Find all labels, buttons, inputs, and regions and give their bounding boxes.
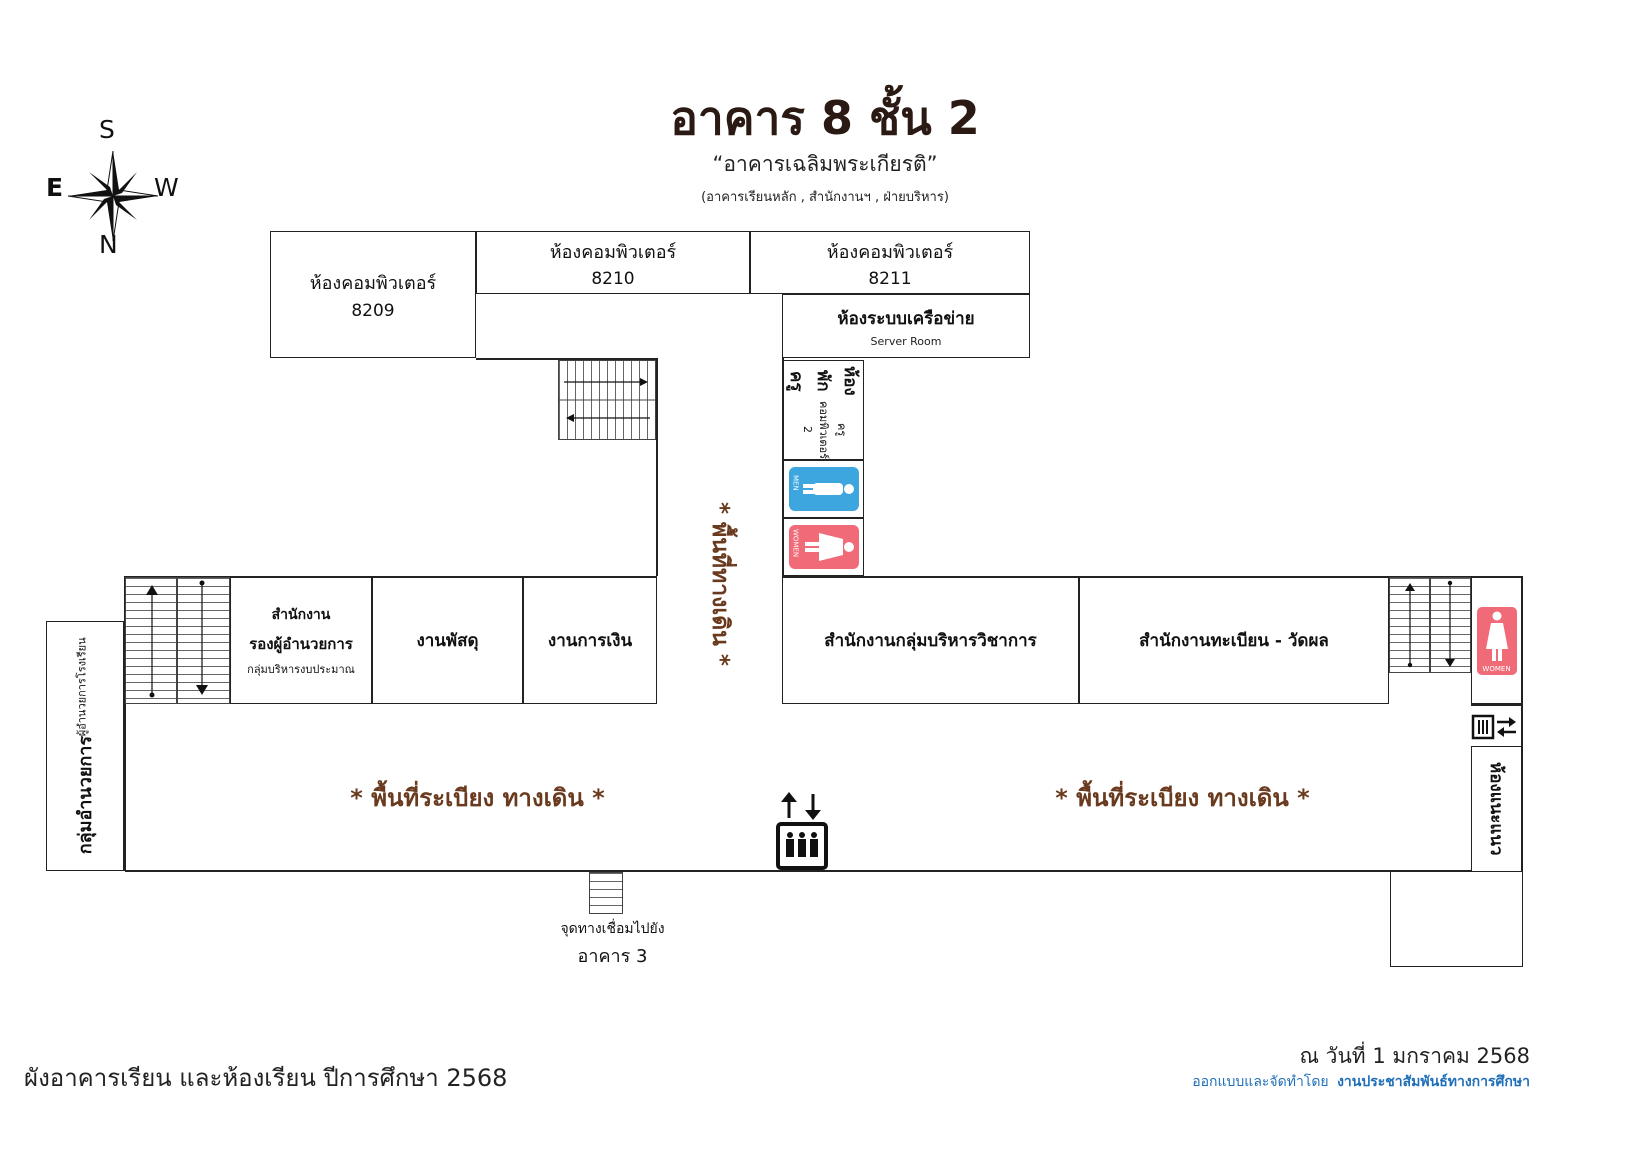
room-8211[interactable]: ห้องคอมพิวเตอร์ 8211 xyxy=(750,231,1030,294)
wall-main-right xyxy=(1521,576,1523,871)
service-lift-icon[interactable] xyxy=(1471,706,1522,746)
compass-left-label: E xyxy=(46,173,64,202)
wall-upper-corridor-top xyxy=(476,358,657,360)
wall-upper-corridor-right xyxy=(782,358,784,576)
staircase-upper-arrows xyxy=(558,360,656,440)
room-teacher[interactable]: ห้องพักครู ครูคอมพิวเตอร์ 2 xyxy=(783,360,864,460)
corridor-left-label: * พื้นที่ระเบียง ทางเดิน * xyxy=(350,784,605,812)
elevator-icon[interactable] xyxy=(775,790,829,872)
wall-main-bottom xyxy=(125,870,1522,872)
staircase-connector xyxy=(589,872,623,914)
room-8210-number: 8210 xyxy=(591,268,635,289)
room-server[interactable]: ห้องระบบเครือข่าย Server Room xyxy=(782,294,1030,358)
women-restroom-icon: WOMEN xyxy=(788,525,859,569)
compass-bottom-label: N xyxy=(99,230,118,259)
wall-main-top-left xyxy=(125,576,657,578)
room-8210[interactable]: ห้องคอมพิวเตอร์ 8210 xyxy=(476,231,750,294)
wall-right-column-divider xyxy=(1471,704,1522,706)
compass: S E W N xyxy=(40,115,190,265)
room-deputy-office[interactable]: สำนักงาน รองผู้อำนวยการ กลุ่มบริหารงบประ… xyxy=(230,577,372,704)
room-guidance[interactable]: ห้องแนะแนว xyxy=(1471,746,1522,872)
staircase-left-1 xyxy=(125,577,177,704)
room-annex-bottom-right xyxy=(1390,871,1523,967)
room-teacher-sub: ครูคอมพิวเตอร์ 2 xyxy=(801,400,848,460)
room-supply[interactable]: งานพัสดุ xyxy=(372,577,523,704)
room-registrar-name: สำนักงานทะเบียน - วัดผล xyxy=(1139,631,1329,651)
compass-right-label: W xyxy=(154,173,179,202)
restroom-women-label: WOMEN xyxy=(791,529,800,558)
room-8211-number: 8211 xyxy=(868,268,912,289)
room-8210-name: ห้องคอมพิวเตอร์ xyxy=(549,241,677,263)
page-title: อาคาร 8 ชั้น 2 xyxy=(670,91,980,145)
room-server-name: ห้องระบบเครือข่าย xyxy=(837,308,975,329)
wall-upper-corridor-left xyxy=(656,358,658,576)
room-finance[interactable]: งานการเงิน xyxy=(523,577,657,704)
restroom-women-right[interactable]: WOMEN xyxy=(1471,577,1522,704)
room-supply-name: งานพัสดุ xyxy=(416,631,479,651)
footer-credit: ออกแบบและจัดทำโดย งานประชาสัมพันธ์ทางการ… xyxy=(1192,1071,1530,1093)
wall-main-left xyxy=(124,576,126,871)
room-deputy-line1: สำนักงาน xyxy=(271,606,331,623)
page-note: (อาคารเรียนหลัก , สำนักงานฯ , ฝ่ายบริหาร… xyxy=(701,190,949,205)
staircase-left-arrows xyxy=(125,577,230,704)
room-registrar[interactable]: สำนักงานทะเบียน - วัดผล xyxy=(1079,577,1389,704)
restroom-men[interactable]: MEN xyxy=(783,460,864,518)
staircase-left-2 xyxy=(177,577,230,704)
corridor-vertical-label: * พื้นที่ทางเดิน * xyxy=(707,502,733,666)
restroom-men-label: MEN xyxy=(791,475,800,491)
room-deputy-sub: กลุ่มบริหารงบประมาณ xyxy=(247,662,355,676)
connector-label-2: อาคาร 3 xyxy=(577,946,648,967)
restroom-women-right-label: WOMEN xyxy=(1482,664,1511,673)
footer-credit-prefix: ออกแบบและจัดทำโดย xyxy=(1192,1074,1329,1090)
footer-title: ผังอาคารเรียน และห้องเรียน ปีการศึกษา 25… xyxy=(24,1064,508,1092)
room-8209-number: 8209 xyxy=(351,301,395,321)
page-subtitle: “อาคารเฉลิมพระเกียรติ” xyxy=(712,152,938,176)
room-finance-name: งานการเงิน xyxy=(547,631,633,651)
room-teacher-name: ห้องพักครู xyxy=(786,366,860,396)
footer-credit-org: งานประชาสัมพันธ์ทางการศึกษา xyxy=(1337,1074,1530,1090)
room-academic-name: สำนักงานกลุ่มบริหารวิชาการ xyxy=(824,631,1037,651)
room-director[interactable]: กลุ่มอำนวยการ ผู้อำนวยการโรงเรียน xyxy=(46,621,124,871)
wall-main-top-right xyxy=(782,576,1522,578)
room-director-name: กลุ่มอำนวยการ xyxy=(74,736,96,855)
room-8209-name: ห้องคอมพิวเตอร์ xyxy=(309,273,437,294)
room-server-sub: Server Room xyxy=(870,334,942,348)
women-restroom-icon: WOMEN xyxy=(1476,606,1517,675)
compass-top-label: S xyxy=(99,115,115,144)
room-deputy-line2: รองผู้อำนวยการ xyxy=(249,634,353,653)
room-academic[interactable]: สำนักงานกลุ่มบริหารวิชาการ xyxy=(782,577,1079,704)
room-8211-name: ห้องคอมพิวเตอร์ xyxy=(826,241,954,263)
footer-date: ณ วันที่ 1 มกราคม 2568 xyxy=(1299,1044,1531,1068)
corridor-right-label: * พื้นที่ระเบียง ทางเดิน * xyxy=(1055,784,1310,812)
connector-label-1: จุดทางเชื่อมไปยัง xyxy=(560,921,665,937)
room-8209[interactable]: ห้องคอมพิวเตอร์ 8209 xyxy=(270,231,476,358)
staircase-right-arrows xyxy=(1389,577,1471,673)
men-restroom-icon: MEN xyxy=(788,467,859,511)
room-director-sub: ผู้อำนวยการโรงเรียน xyxy=(75,637,88,737)
restroom-women[interactable]: WOMEN xyxy=(783,518,864,576)
compass-rose-icon xyxy=(67,150,159,242)
room-guidance-name: ห้องแนะแนว xyxy=(1486,762,1506,856)
